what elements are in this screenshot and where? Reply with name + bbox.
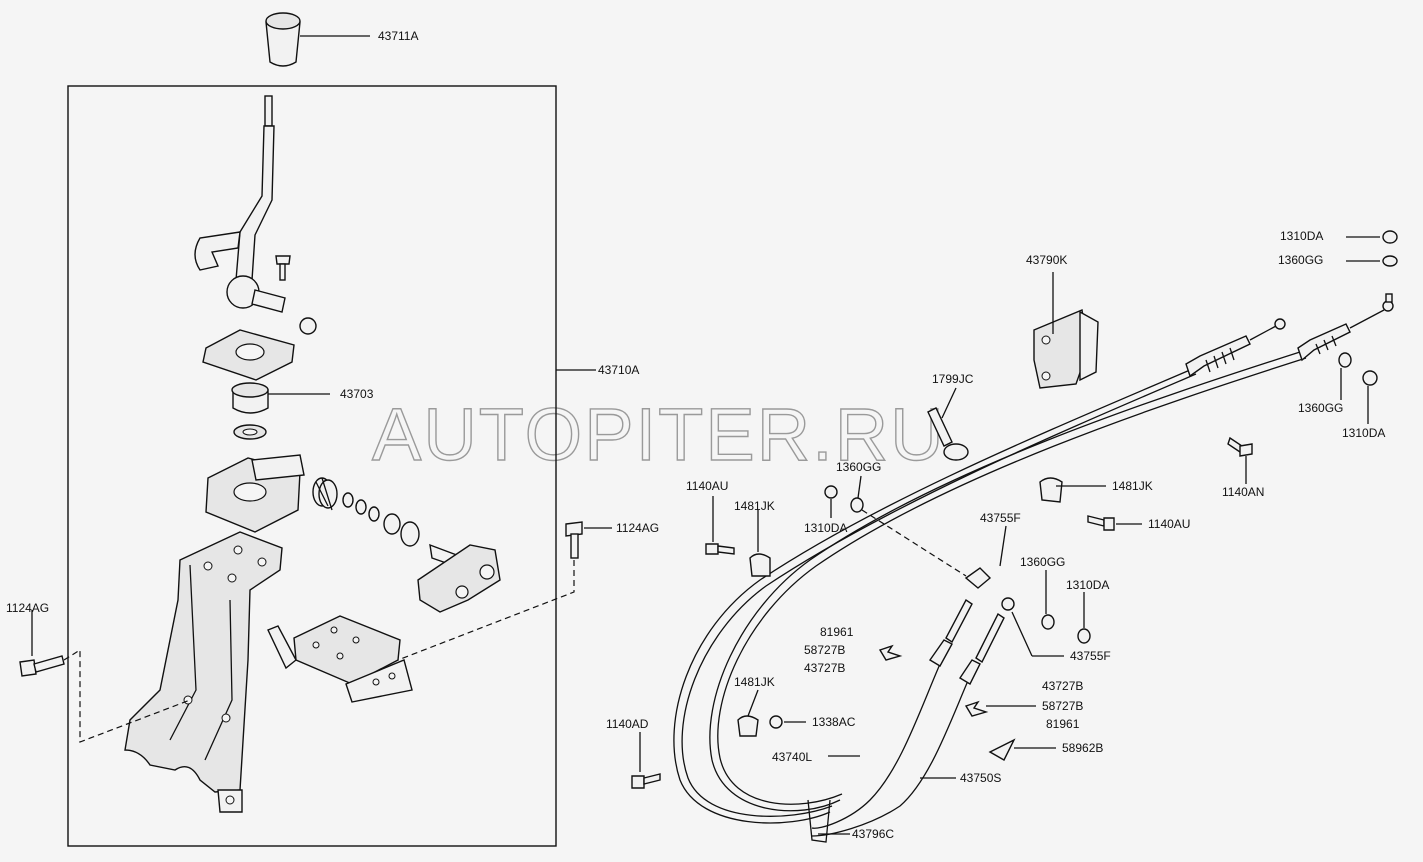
shift-lever-part[interactable] <box>194 95 317 335</box>
bolt-1124AG-mid[interactable] <box>565 521 583 559</box>
washer-1360GG-a[interactable] <box>850 497 864 513</box>
cable-assembly[interactable] <box>673 351 1307 843</box>
small-washer-1[interactable] <box>342 492 354 508</box>
label-1310DA-r: 1310DA <box>1342 426 1385 440</box>
collar-part[interactable] <box>383 513 401 535</box>
label-1124AG-mid: 1124AG <box>616 521 659 535</box>
bolt-1140AU-a[interactable] <box>705 543 735 555</box>
clip-81961-a[interactable] <box>878 644 903 661</box>
clip-1481JK-c[interactable] <box>737 715 759 737</box>
dashed-line-mid <box>397 560 575 661</box>
spring-part[interactable] <box>312 477 338 511</box>
label-1481JK-a: 1481JK <box>734 499 775 513</box>
label-1799JC: 1799JC <box>932 372 974 386</box>
label-43740L: 43740L <box>772 750 812 764</box>
label-1140AU-a: 1140AU <box>686 479 728 493</box>
collar-part-2[interactable] <box>400 521 420 547</box>
small-washer-2[interactable] <box>355 499 367 515</box>
label-1124AG-left: 1124AG <box>6 601 49 615</box>
cable-lower-end-1[interactable] <box>928 567 992 667</box>
clamp-1799JC[interactable] <box>927 407 969 461</box>
label-1360GG-top: 1360GG <box>1278 253 1323 267</box>
bolt-1124AG-left[interactable] <box>19 655 65 677</box>
label-43750S: 43750S <box>960 771 1001 785</box>
nut-1310DA-r[interactable] <box>1362 370 1378 386</box>
clip-43727B-b[interactable] <box>964 700 989 717</box>
label-43755F-top: 43755F <box>980 511 1021 525</box>
label-81961-b: 81961 <box>1046 717 1080 731</box>
leader-1360GG-a <box>857 475 862 499</box>
mounting-bracket-part[interactable] <box>124 531 283 813</box>
label-58727B-b: 58727B <box>1042 699 1083 713</box>
small-bolt-part[interactable] <box>275 255 291 281</box>
shift-knob-part[interactable] <box>265 12 301 67</box>
label-43796C: 43796C <box>852 827 894 841</box>
label-43703: 43703 <box>340 387 374 401</box>
nut-1310DA-top[interactable] <box>1382 230 1398 244</box>
washer-1360GG-c[interactable] <box>1041 614 1055 630</box>
cable-lower-end-2[interactable] <box>959 597 1015 685</box>
label-43755F-bot: 43755F <box>1070 649 1111 663</box>
label-1481JK-b: 1481JK <box>1112 479 1153 493</box>
label-58727B-a: 58727B <box>804 643 845 657</box>
label-43727B-b: 43727B <box>1042 679 1083 693</box>
label-1140AU-b: 1140AU <box>1148 517 1190 531</box>
housing-block-part[interactable] <box>205 454 305 533</box>
label-43711A: 43711A <box>378 29 418 43</box>
nut-1338AC[interactable] <box>769 715 783 729</box>
clip-1481JK-a[interactable] <box>749 553 771 577</box>
label-43710A: 43710A <box>598 363 639 377</box>
pivot-bracket-part[interactable] <box>417 543 501 613</box>
leader-43755F-top <box>999 525 1007 567</box>
label-1481JK-c: 1481JK <box>734 675 775 689</box>
washer-1360GG-r[interactable] <box>1338 352 1352 368</box>
label-1310DA-a: 1310DA <box>804 521 847 535</box>
label-1140AD: 1140AD <box>606 717 649 731</box>
small-washer-3[interactable] <box>368 506 380 522</box>
dashed-line-left <box>63 648 191 743</box>
cable-end-fitting-1[interactable] <box>1185 318 1286 378</box>
label-1310DA-c: 1310DA <box>1066 578 1109 592</box>
base-bracket-part[interactable] <box>267 615 413 703</box>
label-1360GG-r: 1360GG <box>1298 401 1343 415</box>
leader-43755F-bot <box>1011 611 1033 657</box>
cable-end-fitting-2[interactable] <box>1297 293 1394 362</box>
label-58962B: 58962B <box>1062 741 1103 755</box>
assembly-frame-box <box>67 85 557 847</box>
cover-58962B[interactable] <box>988 738 1016 761</box>
label-1140AN: 1140AN <box>1222 485 1264 499</box>
label-43727B-a: 43727B <box>804 661 845 675</box>
bolt-1140AD[interactable] <box>631 773 661 789</box>
leader-1481JK-c <box>747 689 759 717</box>
label-1338AC: 1338AC <box>812 715 856 729</box>
bushing-part[interactable] <box>231 382 269 414</box>
nut-1310DA-a[interactable] <box>824 485 838 499</box>
label-1360GG-c: 1360GG <box>1020 555 1065 569</box>
washer-1360GG-top[interactable] <box>1382 255 1398 267</box>
bolt-1140AN[interactable] <box>1227 436 1253 457</box>
bolt-1140AU-b[interactable] <box>1087 515 1115 531</box>
label-1360GG-a: 1360GG <box>836 460 881 474</box>
label-81961-a: 81961 <box>820 625 854 639</box>
nut-1310DA-c[interactable] <box>1077 628 1091 644</box>
dashed-line-cable <box>861 509 967 577</box>
leader-1799JC <box>941 387 957 419</box>
clip-1481JK-b[interactable] <box>1039 477 1063 503</box>
label-43790K: 43790K <box>1026 253 1067 267</box>
label-1310DA-top: 1310DA <box>1280 229 1323 243</box>
watermark-text: AUTOPITER.RU <box>372 393 946 476</box>
cable-bracket-43790K[interactable] <box>1033 309 1099 389</box>
